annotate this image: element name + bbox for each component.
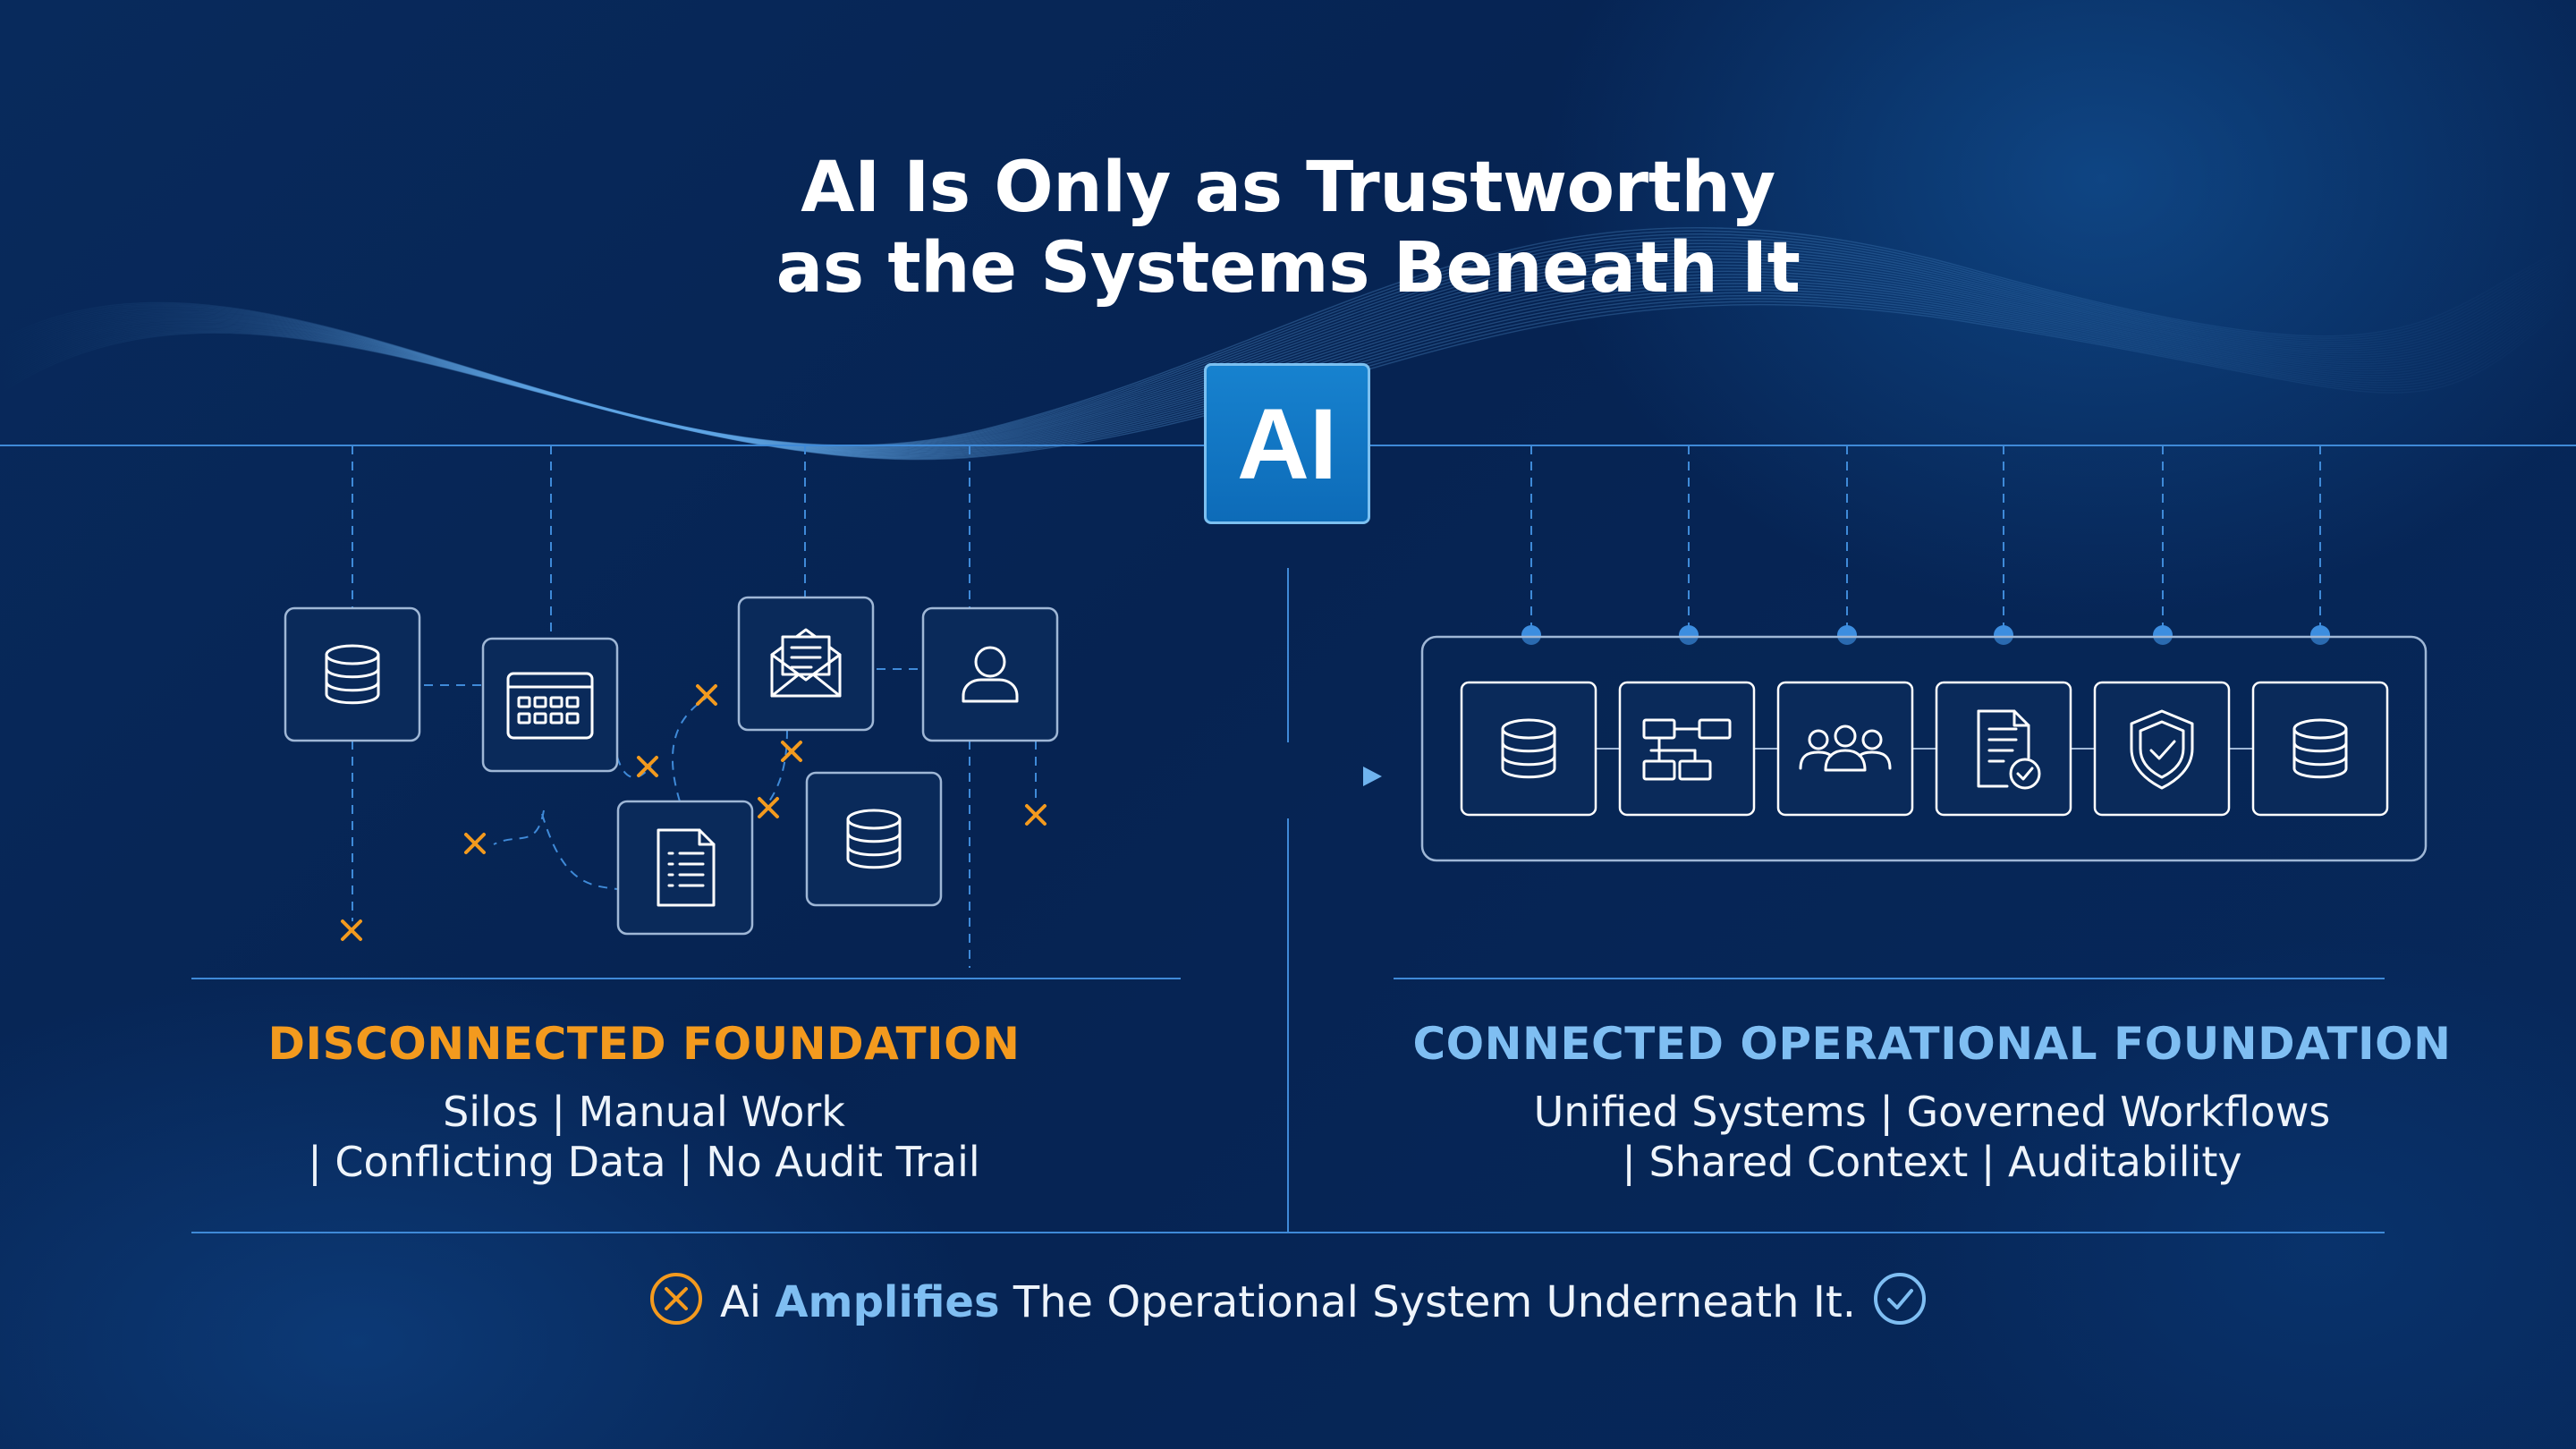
page-title-line-2: as the Systems Beneath It <box>775 228 1801 309</box>
left-broken-link-marks <box>341 684 1046 941</box>
transition-arrow <box>1203 767 1382 786</box>
disconnected-description-line-2: | Conflicting Data | No Audit Trail <box>308 1138 980 1186</box>
check-circle-icon <box>1874 1273 1927 1325</box>
footer-highlight: Amplifies <box>775 1277 1000 1327</box>
database-icon <box>805 771 943 907</box>
shield-check-icon <box>2093 681 2231 817</box>
break-mark <box>341 919 362 941</box>
left-dashed-drops <box>352 445 1037 968</box>
break-mark <box>781 741 802 762</box>
org-chart-icon <box>1618 681 1756 817</box>
footer-tagline: Ai Amplifies The Operational System Unde… <box>0 1273 2576 1330</box>
footer-suffix: The Operational System Underneath It. <box>1013 1277 1857 1327</box>
disconnected-heading: DISCONNECTED FOUNDATION <box>267 1018 1021 1070</box>
right-icon-tiles <box>1460 681 2389 817</box>
connected-description-line-1: Unified Systems | Governed Workflows <box>1533 1088 2331 1136</box>
database-icon <box>284 606 421 742</box>
connected-description-line-2: | Shared Context | Auditability <box>1622 1138 2242 1186</box>
page-title-line-1: AI Is Only as Trustworthy <box>801 148 1775 228</box>
mail-icon <box>737 596 875 732</box>
footer-prefix: Ai <box>719 1277 762 1327</box>
ai-badge: AI <box>1204 363 1370 524</box>
x-circle-icon <box>649 1273 702 1325</box>
break-mark <box>637 756 658 777</box>
team-icon <box>1776 681 1914 817</box>
approved-document-icon <box>1935 681 2072 817</box>
left-icon-tiles <box>284 596 1059 936</box>
disconnected-description-line-1: Silos | Manual Work <box>443 1088 845 1136</box>
left-dashed-connectors <box>424 668 923 890</box>
calendar-icon <box>481 637 619 773</box>
connected-heading: CONNECTED OPERATIONAL FOUNDATION <box>1412 1018 2452 1070</box>
break-mark <box>696 684 717 706</box>
break-mark <box>1025 804 1046 826</box>
database-icon <box>1460 681 1597 817</box>
user-icon <box>921 606 1059 742</box>
right-dashed-drops <box>1521 445 2330 645</box>
break-mark <box>758 797 779 818</box>
break-mark <box>464 833 486 854</box>
document-icon <box>616 800 754 936</box>
database-icon <box>2251 681 2389 817</box>
